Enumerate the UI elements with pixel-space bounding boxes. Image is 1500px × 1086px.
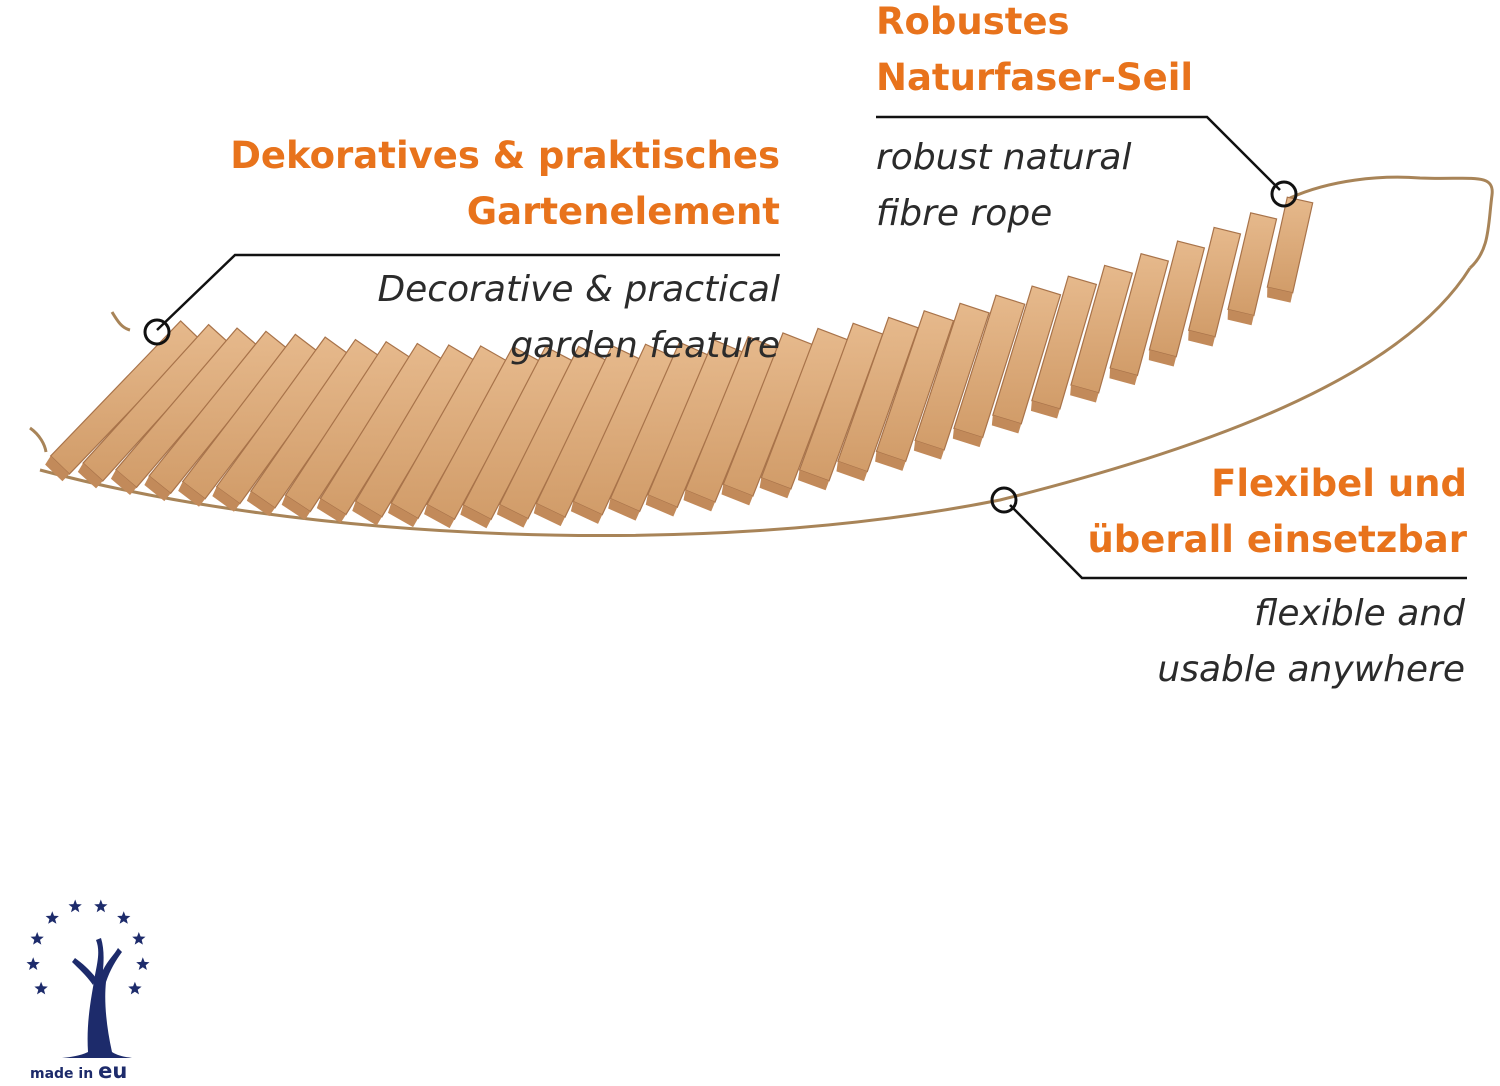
heading-line: Naturfaser-Seil	[876, 56, 1194, 99]
eu-star-icon	[26, 957, 40, 970]
callout-sub-rope: robust natural fibre rope	[876, 130, 1276, 242]
sub-line: fibre rope	[876, 193, 1053, 234]
callout-sub-decorative: Decorative & practical garden feature	[280, 262, 780, 374]
slat-end-grain	[1148, 349, 1177, 367]
sub-line: Decorative & practical	[377, 269, 780, 310]
sub-line: garden feature	[510, 325, 780, 366]
slat-end-grain	[387, 503, 419, 528]
eu-star-icon	[132, 932, 146, 945]
eu-star-icon	[34, 981, 48, 995]
slat-end-grain	[1030, 400, 1060, 419]
eu-star-icon	[136, 957, 150, 970]
slat-end-grain	[533, 503, 565, 527]
callout-heading-flexible: Flexibel und überall einsetzbar	[1000, 456, 1467, 568]
slat-end-grain	[952, 428, 983, 448]
eu-text: eu	[98, 1059, 128, 1083]
eu-star-icon	[128, 981, 142, 995]
sub-line: usable anywhere	[1157, 649, 1465, 690]
slat-end-grain	[1109, 368, 1138, 386]
callout-line-flexible	[990, 486, 1467, 580]
slat-end-grain	[352, 501, 382, 526]
slat-end-grain	[178, 481, 206, 507]
natural-fibre-rope	[29, 175, 1494, 538]
slat-end-grain	[759, 477, 791, 499]
slat-end-grain	[212, 486, 240, 512]
slat-end-grain	[496, 504, 528, 528]
slat-end-grain	[246, 491, 275, 517]
eu-star-icon	[117, 911, 131, 924]
slat-end-grain	[721, 484, 753, 506]
eu-tree-stars-icon	[26, 899, 150, 1058]
callout-heading-decorative: Dekoratives & praktisches Gartenelement	[180, 128, 780, 240]
sub-line: flexible and	[1254, 593, 1465, 634]
slat-end-grain	[836, 461, 868, 482]
made-in-eu-label: made in eu	[30, 1059, 128, 1083]
callout-line-decorative	[143, 253, 780, 346]
callout-heading-rope: Robustes Naturfaser-Seil	[876, 0, 1336, 106]
slat-end-grain	[460, 504, 492, 529]
slat-end-grain	[570, 501, 603, 524]
slat-end-grain	[77, 463, 103, 489]
slat-end-grain	[875, 451, 906, 471]
callout-sub-flexible: flexible and usable anywhere	[1060, 586, 1465, 698]
slat-end-grain	[281, 495, 311, 520]
slat-end-grain	[683, 490, 715, 512]
slat-end-grain	[45, 455, 70, 482]
slat-end-grain	[316, 498, 346, 524]
heading-line: Flexibel und	[1211, 462, 1467, 505]
slat-end-grain	[1267, 287, 1293, 303]
slat-end-grain	[991, 415, 1022, 434]
slat-end-grain	[144, 476, 171, 502]
eu-star-icon	[68, 899, 82, 913]
eu-star-icon	[45, 911, 59, 924]
heading-line: Dekoratives & praktisches	[230, 134, 780, 177]
heading-line: Robustes	[876, 0, 1070, 43]
made-in-text: made in	[30, 1066, 94, 1082]
wooden-slat-roll	[45, 196, 1314, 529]
sub-line: robust natural	[876, 137, 1132, 178]
eu-star-icon	[30, 932, 44, 945]
slat-end-grain	[424, 504, 455, 529]
callout-line-rope	[876, 115, 1298, 208]
slat-end-grain	[913, 440, 945, 460]
slat-end-grain	[645, 494, 678, 517]
slat-end-grain	[110, 469, 137, 496]
heading-line: überall einsetzbar	[1087, 518, 1467, 561]
slat-end-grain	[608, 498, 640, 521]
heading-line: Gartenelement	[466, 190, 780, 233]
slat-end-grain	[1188, 330, 1216, 347]
slat-end-grain	[1227, 309, 1254, 326]
eu-star-icon	[94, 899, 108, 913]
slat-end-grain	[797, 470, 830, 491]
slat-end-grain	[1070, 385, 1099, 403]
